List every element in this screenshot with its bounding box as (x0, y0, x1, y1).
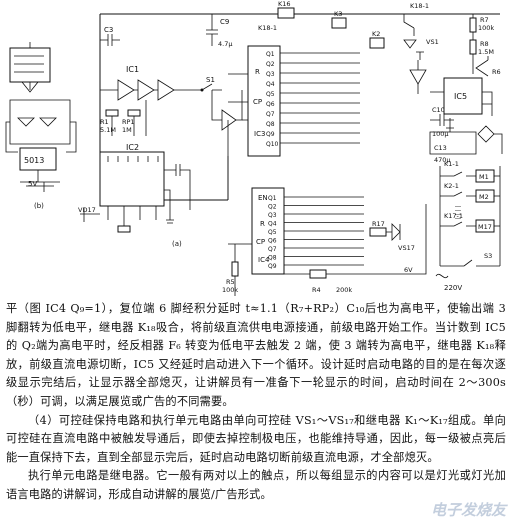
ic4-q7-pin: Q7 (268, 246, 277, 253)
r4-value: 200k (336, 286, 352, 294)
m17-label: M17 (478, 223, 492, 231)
ic1-label: IC1 (126, 65, 139, 74)
ic3-q9-pin: Q9 (266, 131, 275, 138)
c9-label: C9 (220, 18, 229, 26)
ic4-en-pin: EN (258, 194, 268, 202)
ic4-q5-pin: Q5 (268, 229, 277, 236)
subfigure-b: 5013 5V (b) (5, 42, 77, 210)
ic3-q5-pin: Q5 (266, 91, 275, 98)
ac-220v-label: 220V (444, 284, 462, 292)
rp1-value: 1M (122, 126, 132, 134)
r4-label: R4 (312, 286, 321, 294)
c13-value: 470µ (434, 156, 451, 164)
circuit-schematic: 5013 5V (b) C3 IC1 R1 5.1M RP1 1M S1 IC2… (5, 0, 503, 296)
k1-1-label: K1-1 (444, 160, 459, 168)
k2-1-label: K2-1 (444, 182, 459, 190)
ic4-q4-pin: Q4 (268, 221, 277, 228)
ic3-q7-pin: Q7 (266, 111, 275, 118)
c10-label: C10 (432, 106, 445, 114)
k18-1-label: K18-1 (410, 2, 429, 10)
k16-label: K16 (278, 0, 291, 8)
ic4-q8-pin: Q8 (268, 255, 277, 262)
vs1-label: VS1 (426, 38, 439, 46)
ic4-label: IC4 (258, 256, 270, 264)
k2-label: K2 (372, 30, 380, 38)
ic3-q3-pin: Q3 (266, 71, 275, 78)
c10-value: 100µ (432, 130, 449, 138)
dc-6v-label: 6V (404, 266, 413, 274)
s1-label: S1 (206, 76, 215, 84)
ic-5013-label: 5013 (24, 156, 44, 165)
r8-value: 1.5M (478, 48, 494, 56)
s3-label: S3 (484, 252, 492, 260)
body-text: 平（图 IC4 Q₉=1），复位端 6 脚经积分延时 t≈1.1（R₇+RP₂）… (6, 300, 506, 505)
r5-label: R5 (226, 278, 235, 286)
k17-1-label: K17-1 (444, 212, 463, 220)
ic3-r-pin: R (255, 68, 260, 76)
ic4-q2-pin: Q2 (268, 204, 277, 211)
label-b: (b) (34, 202, 44, 210)
c13-label: C13 (434, 144, 447, 152)
r7-label: R7 (480, 16, 489, 24)
vd17-label: VD17 (78, 206, 96, 214)
k3-label: K3 (334, 10, 342, 18)
ic3-cp-pin: CP (253, 98, 262, 106)
watermark: 电子发烧友 (430, 501, 506, 519)
r4-box-label: K18-1 (258, 24, 277, 32)
ic4-cp-pin: CP (256, 238, 265, 246)
label-a: (a) (172, 240, 182, 248)
ic4-q9-pin: Q9 (268, 263, 277, 270)
dc-5v-label: 5V (28, 180, 37, 188)
ic2-label: IC2 (126, 143, 139, 152)
r7-value: 100k (478, 24, 494, 32)
r1-label: R1 (100, 118, 109, 126)
delay-start-circuit: K18-1 VS1 R7 100k R8 1.5M R6 IC5 C10 100… (403, 2, 503, 164)
r17-label: R17 (372, 220, 385, 228)
ic5-label: IC5 (454, 92, 467, 101)
c3-label: C3 (104, 26, 113, 34)
ic3-q6-pin: Q6 (266, 101, 275, 108)
c9-value: 4.7µ (218, 40, 232, 48)
m1-label: M1 (479, 173, 489, 181)
ic2-block: IC2 VD17 (78, 143, 191, 233)
ic3-q10-pin: Q10 (266, 141, 279, 148)
paragraph-1: 平（图 IC4 Q₉=1），复位端 6 脚经积分延时 t≈1.1（R₇+RP₂）… (6, 302, 506, 408)
ic3-label: IC3 (254, 130, 265, 138)
r5-value: 100k (222, 286, 238, 294)
r6-label: R6 (492, 68, 501, 76)
ic4-r-pin: R (260, 220, 265, 228)
ic3-q1-pin: Q1 (266, 51, 275, 58)
rp1-label: RP1 (122, 118, 135, 126)
execution-units: K1-1 M1 K2-1 M2 K17-1 M17 S3 220V (435, 160, 501, 292)
ic3-q4-pin: Q4 (266, 81, 275, 88)
ic1-block: IC1 R1 5.1M RP1 1M (100, 65, 194, 136)
ic3-q2-pin: Q2 (266, 61, 275, 68)
r8-label: R8 (480, 40, 489, 48)
ic4-q6-pin: Q6 (268, 238, 277, 245)
ic4-q1-pin: Q1 (268, 195, 277, 202)
r1-value: 5.1M (100, 126, 116, 134)
ic3-q8-pin: Q8 (266, 121, 275, 128)
ic4-q3-pin: Q3 (268, 212, 277, 219)
vs17-label: VS17 (398, 244, 415, 252)
paragraph-2: （4）可控硅保持电路和执行单元电路由单向可控硅 VS₁～VS₁₇和继电器 K₁～… (6, 413, 506, 464)
m2-label: M2 (479, 193, 489, 201)
paragraph-3: 执行单元电路是继电器。它一般有两对以上的触点，所以每组显示的内容可以是灯光或灯光… (6, 469, 506, 501)
